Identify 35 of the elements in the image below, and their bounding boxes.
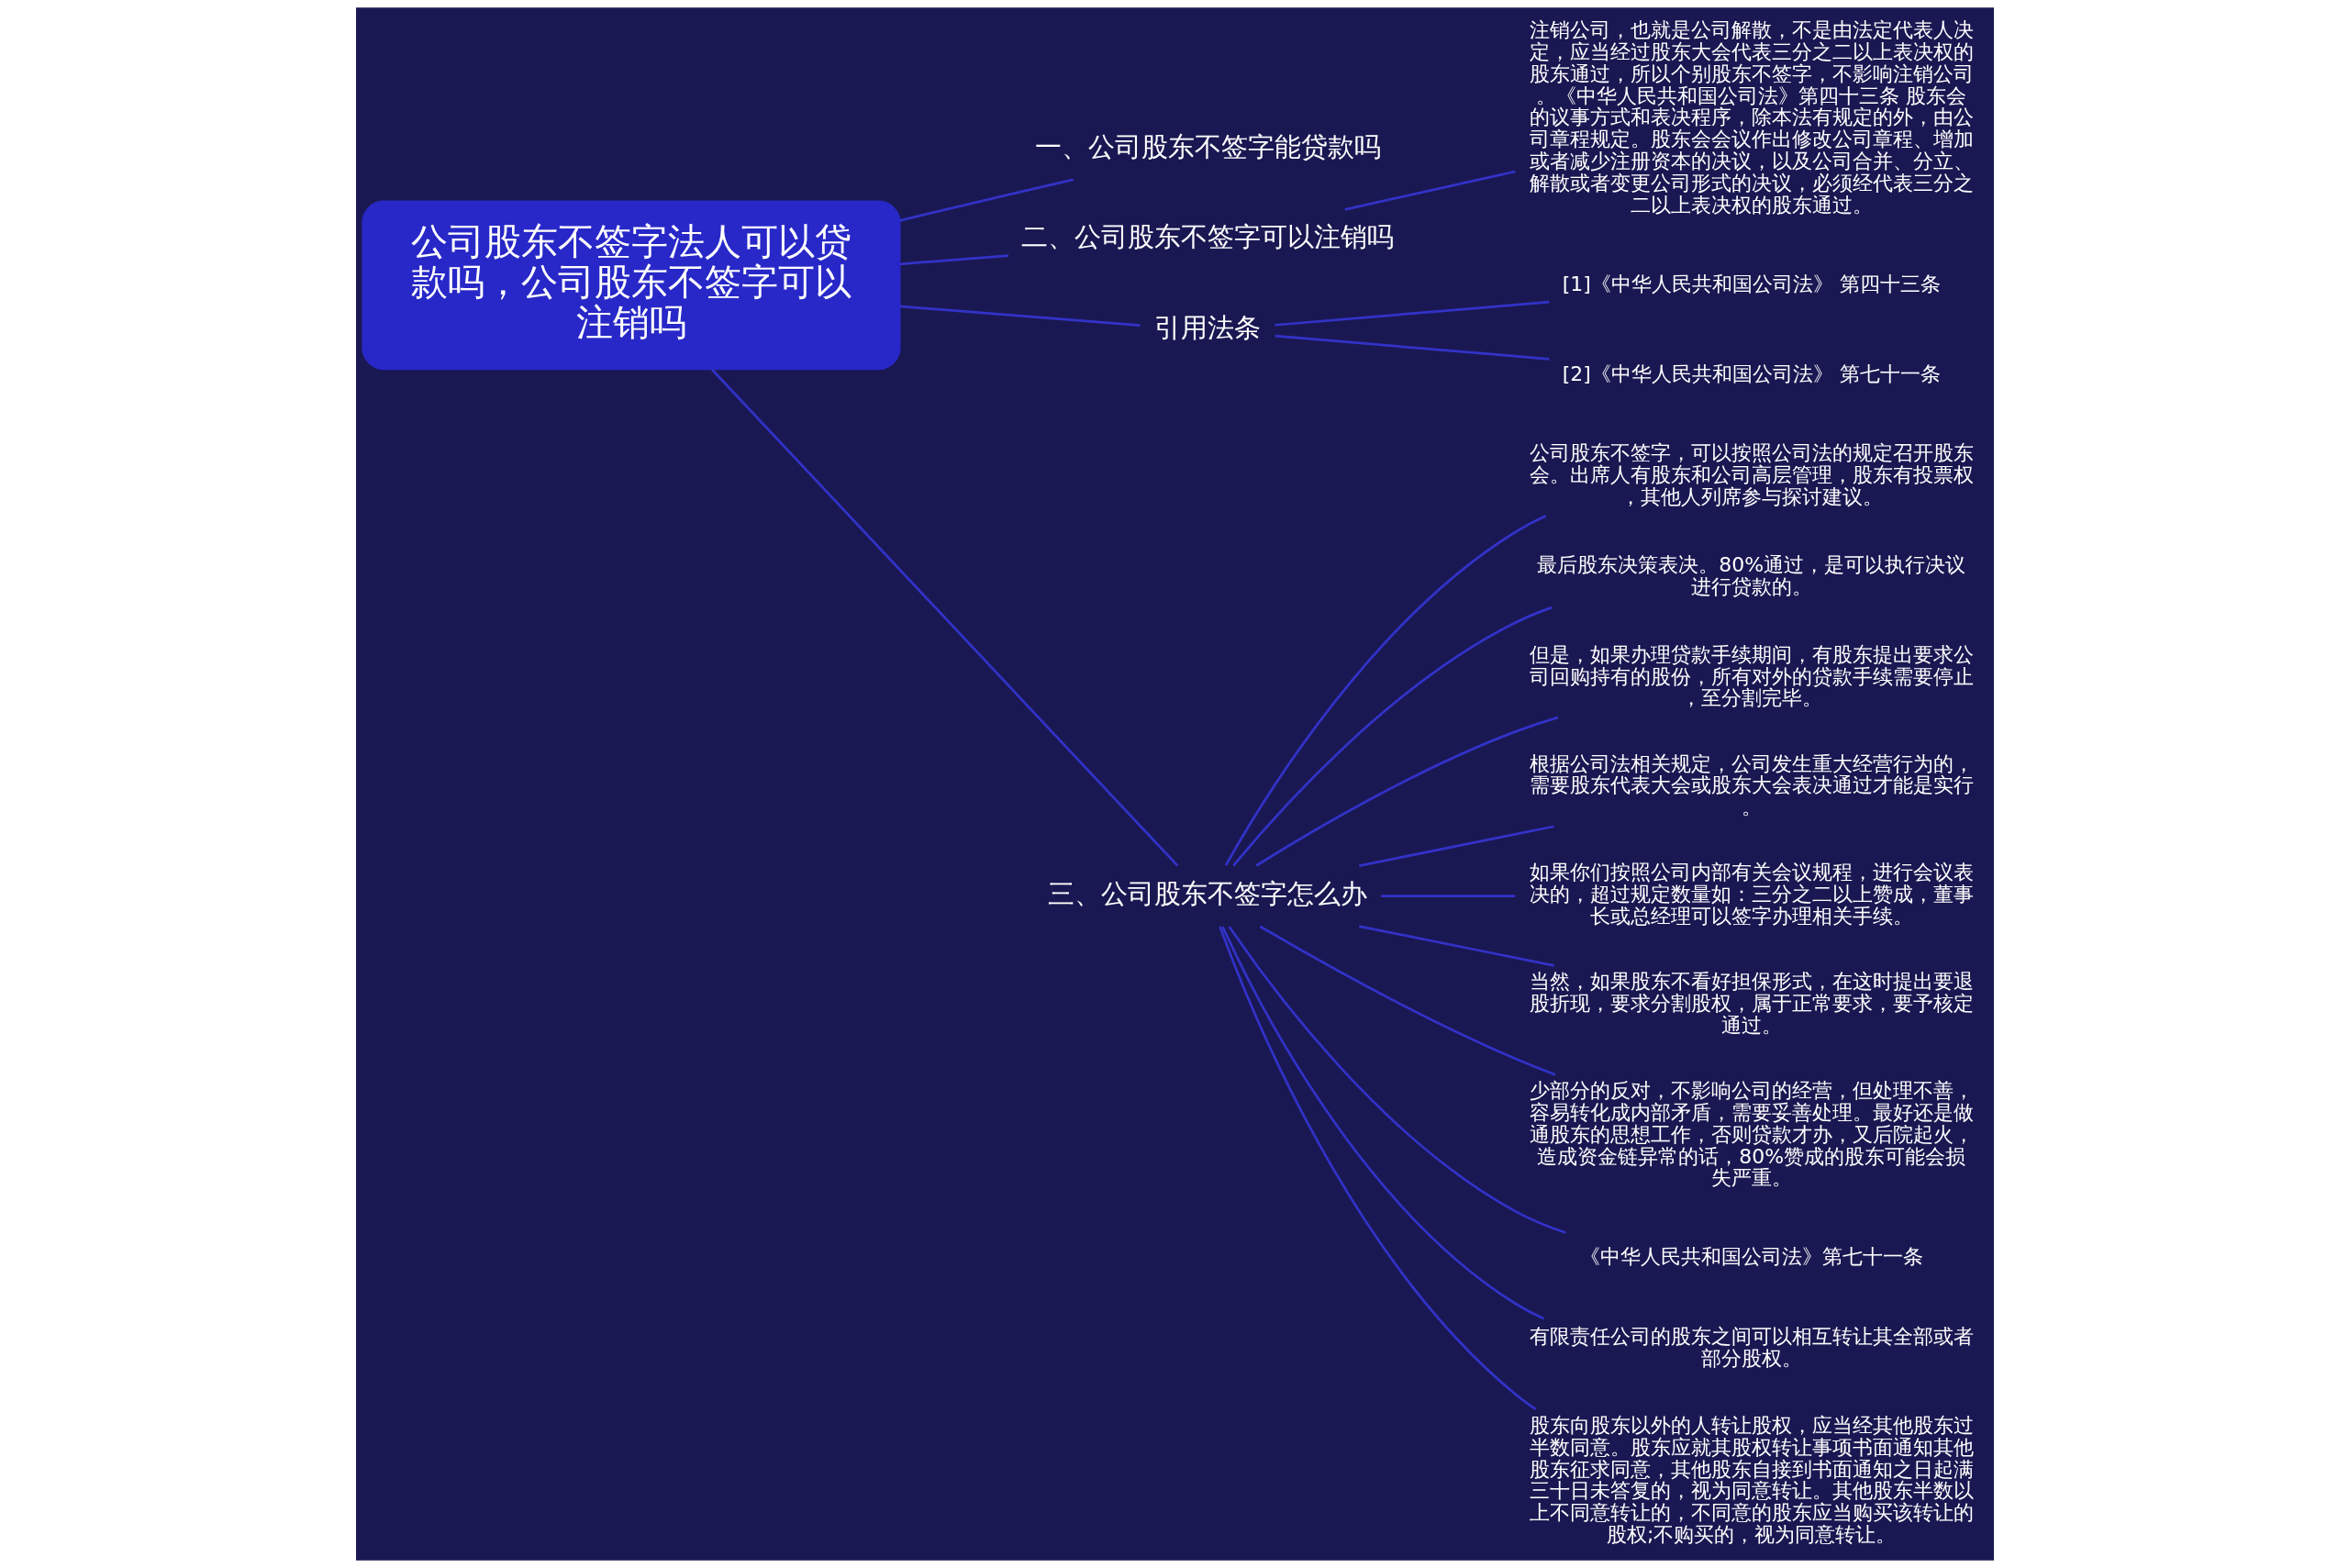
connector bbox=[1224, 515, 1546, 866]
connector bbox=[1344, 170, 1515, 211]
connector bbox=[1254, 716, 1558, 867]
node-text: 一、公司股东不签字能贷款吗 bbox=[1034, 130, 1381, 162]
node-text: 根据公司法相关规定，公司发生重大经营行为的，需要股东代表大会或股东大会表决通过才能是实行。 bbox=[1529, 751, 1974, 819]
node-text: 《中华人民共和国公司法》第七十一条 bbox=[1579, 1245, 1923, 1269]
node-text: 如果你们按照公司内部有关会议规程，进行会议表决的，超过规定数量如：三分之二以上赞成，董事长或总经理可以签字办理相关手续。 bbox=[1529, 861, 1974, 929]
node-text: 当然，如果股东不看好担保形式，在这时提出要退股折现，要求分割股权，属于正常要求，要予核定通过。 bbox=[1529, 970, 1974, 1037]
node-text: 公司股东不签字，可以按照公司法的规定召开股东会。出席人有股东和公司高层管理，股东有投票权，其他人列席参与探讨建议。 bbox=[1529, 441, 1974, 508]
node-text: 二、公司股东不签字可以注销吗 bbox=[1020, 221, 1394, 253]
node-text: [2]《中华人民共和国公司法》 第七十一条 bbox=[1562, 362, 1941, 386]
node-text: 注销公司，也就是公司解散，不是由法定代表人决定，应当经过股东大会代表三分之二以上表决权的股东通过，所以个别股东不签字，不影响注销公司。《中华人民共和国公司法》第四十三条 股东会的议事方式和表决程序，除本法有规定的外，由公司章程规定。股东会会议作出修改公司章程、增加或者减少注册资本的决议，以及公司合并、分立、解散或者变更公司形式的决议，必须经代表三分之二以上表决权的股东通过。 bbox=[1529, 18, 1974, 217]
node-text: 三、公司股东不签字怎么办 bbox=[1047, 877, 1367, 909]
connector bbox=[899, 305, 1141, 327]
node-text: 引用法条 bbox=[1153, 312, 1261, 344]
connector bbox=[1231, 606, 1553, 867]
connector bbox=[1259, 925, 1555, 1076]
connector bbox=[898, 178, 1074, 222]
connector bbox=[1358, 825, 1554, 867]
connector bbox=[1218, 926, 1536, 1411]
connector bbox=[1358, 925, 1554, 967]
node-text: 最后股东决策表决。80%通过，是可以执行决议进行贷款的。 bbox=[1536, 552, 1965, 598]
connector bbox=[1228, 926, 1566, 1234]
connector bbox=[1380, 895, 1515, 897]
node-box: 公司股东不签字法人可以贷款吗，公司股东不签字可以注销吗 bbox=[361, 200, 900, 371]
connector bbox=[710, 368, 1178, 867]
node-text: [1]《中华人民共和国公司法》 第四十三条 bbox=[1562, 272, 1941, 295]
node-text: 少部分的反对，不影响公司的经营，但处理不善，容易转化成内部矛盾，需要妥善处理。最好还是做通股东的思想工作，否则贷款才办，又后院起火，造成资金链异常的话，80%赞成的股东可能会损失严重。 bbox=[1529, 1079, 1974, 1190]
node-text: 但是，如果办理贷款手续期间，有股东提出要求公司回购持有的股份，所有对外的贷款手续需要停止，至分割完毕。 bbox=[1529, 642, 1974, 710]
connector bbox=[1275, 300, 1549, 327]
connector bbox=[1275, 334, 1549, 361]
connector bbox=[899, 254, 1008, 266]
node-text: 股东向股东以外的人转让股权，应当经其他股东过半数同意。股东应就其股权转让事项书面通知其他股东征求同意，其他股东自接到书面通知之日起满三十日未答复的，视为同意转让。其他股东半数以上不同意转让的，不同意的股东应当购买该转让的股权;不购买的，视为同意转让。 bbox=[1529, 1414, 1974, 1546]
connector bbox=[1220, 926, 1544, 1320]
node-text: 有限责任公司的股东之间可以相互转让其全部或者部分股权。 bbox=[1529, 1325, 1974, 1370]
